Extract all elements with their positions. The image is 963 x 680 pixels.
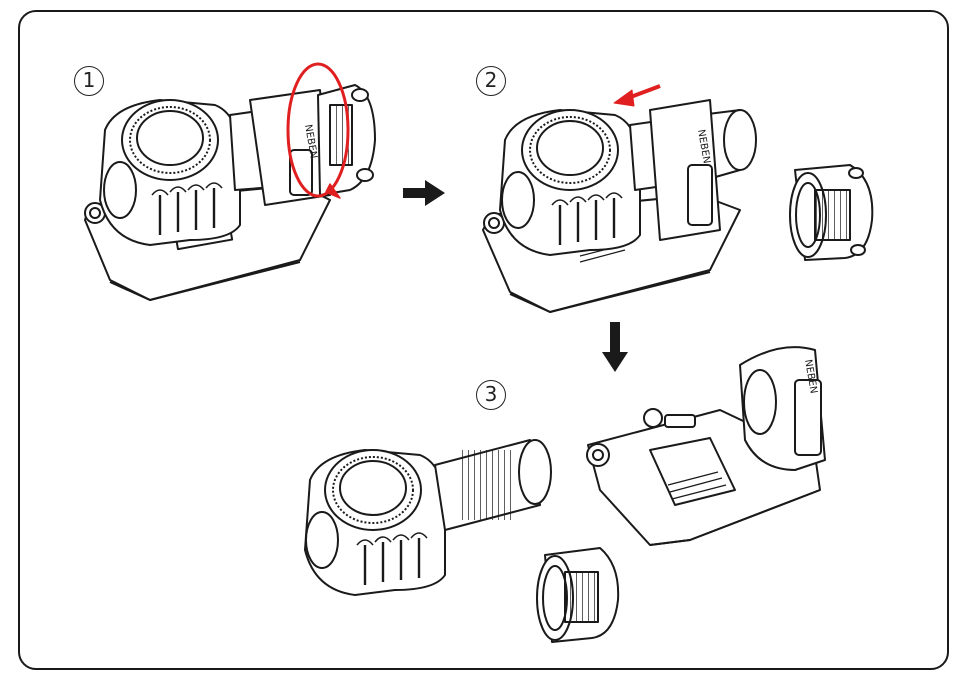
end-cap — [536, 547, 620, 643]
holder-ring: NEBEN — [649, 99, 721, 241]
step-1-number: 1 — [74, 66, 104, 96]
step-2-illustration: NEBEN — [482, 84, 874, 313]
lens-bezel — [121, 99, 219, 181]
arrow-down-icon — [602, 322, 628, 372]
lens-bezel — [324, 449, 422, 531]
end-cap — [789, 164, 874, 261]
arrow-right-icon — [403, 180, 445, 206]
mount-base-plate — [586, 408, 821, 546]
slide-left-arrow-icon — [613, 84, 661, 107]
lens-bezel — [521, 109, 619, 191]
headlamp-tube — [434, 439, 552, 531]
step-2-number: 2 — [476, 66, 506, 96]
step-3-number: 3 — [476, 380, 506, 410]
step-3-illustration: NEBEN — [304, 346, 826, 643]
rotate-arrow-icon — [286, 62, 350, 199]
step-1-illustration: NEBEN — [84, 62, 376, 301]
holder-ring: NEBEN — [739, 346, 826, 471]
